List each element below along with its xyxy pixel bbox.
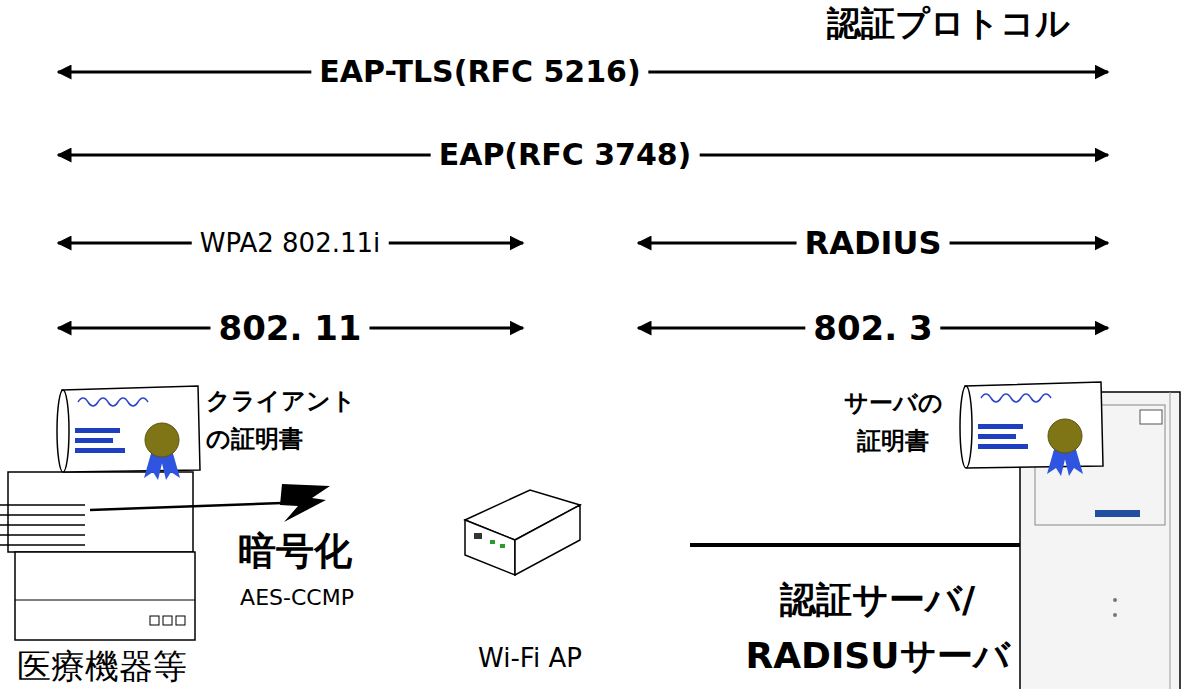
ap-led bbox=[500, 544, 505, 548]
protocol-label: EAP-TLS(RFC 5216) bbox=[311, 54, 648, 90]
certificate-icon bbox=[960, 382, 1103, 476]
certificate-icon bbox=[57, 386, 200, 480]
device-label: 医療機器等 bbox=[17, 646, 187, 687]
protocol-label: EAP(RFC 3748) bbox=[431, 137, 700, 173]
medical-device bbox=[0, 472, 195, 640]
ap-led bbox=[490, 540, 495, 544]
server-dot bbox=[1113, 613, 1117, 617]
server-bay bbox=[1140, 410, 1162, 424]
layer-label: 802. 11 bbox=[210, 308, 369, 349]
certificate-paper bbox=[62, 386, 200, 472]
certificate-seal bbox=[145, 423, 179, 457]
server-label: 認証サーバ/ RADISUサーバ bbox=[735, 572, 1020, 684]
device-button bbox=[176, 616, 185, 625]
encryption-label: 暗号化 bbox=[238, 528, 352, 574]
ap-label: Wi-Fi AP bbox=[478, 643, 582, 674]
protocol-heading: 認証プロトコル bbox=[827, 2, 1070, 43]
device-top bbox=[8, 472, 193, 552]
ap-front bbox=[465, 520, 515, 575]
wireless-bolt bbox=[280, 484, 330, 522]
certificate-bar bbox=[75, 448, 125, 453]
access-point bbox=[465, 490, 580, 575]
protocol-label: WPA2 802.11i bbox=[192, 228, 389, 259]
certificate-bar bbox=[75, 438, 113, 443]
device-roller bbox=[0, 505, 85, 545]
wireless-link bbox=[90, 503, 282, 510]
wired-link bbox=[690, 543, 1020, 547]
protocol-label: RADIUS bbox=[797, 224, 950, 262]
device-button bbox=[163, 616, 172, 625]
certificate-script bbox=[78, 398, 148, 406]
certificate-bar bbox=[75, 428, 120, 433]
server-edge bbox=[1170, 392, 1171, 689]
layer-label: 802. 3 bbox=[805, 308, 940, 349]
server-dot bbox=[1113, 598, 1117, 602]
device-seam bbox=[15, 600, 195, 601]
cipher-label: AES-CCMP bbox=[240, 585, 354, 611]
device-button bbox=[150, 616, 159, 625]
certificate-label: クライアント の証明書 bbox=[206, 382, 361, 458]
server-bar bbox=[1095, 510, 1140, 517]
certificate-label: サーバの 証明書 bbox=[832, 384, 954, 460]
device-base bbox=[15, 552, 195, 640]
ap-port bbox=[474, 533, 482, 539]
certificate-roll bbox=[57, 390, 69, 472]
ap-side bbox=[515, 505, 580, 575]
